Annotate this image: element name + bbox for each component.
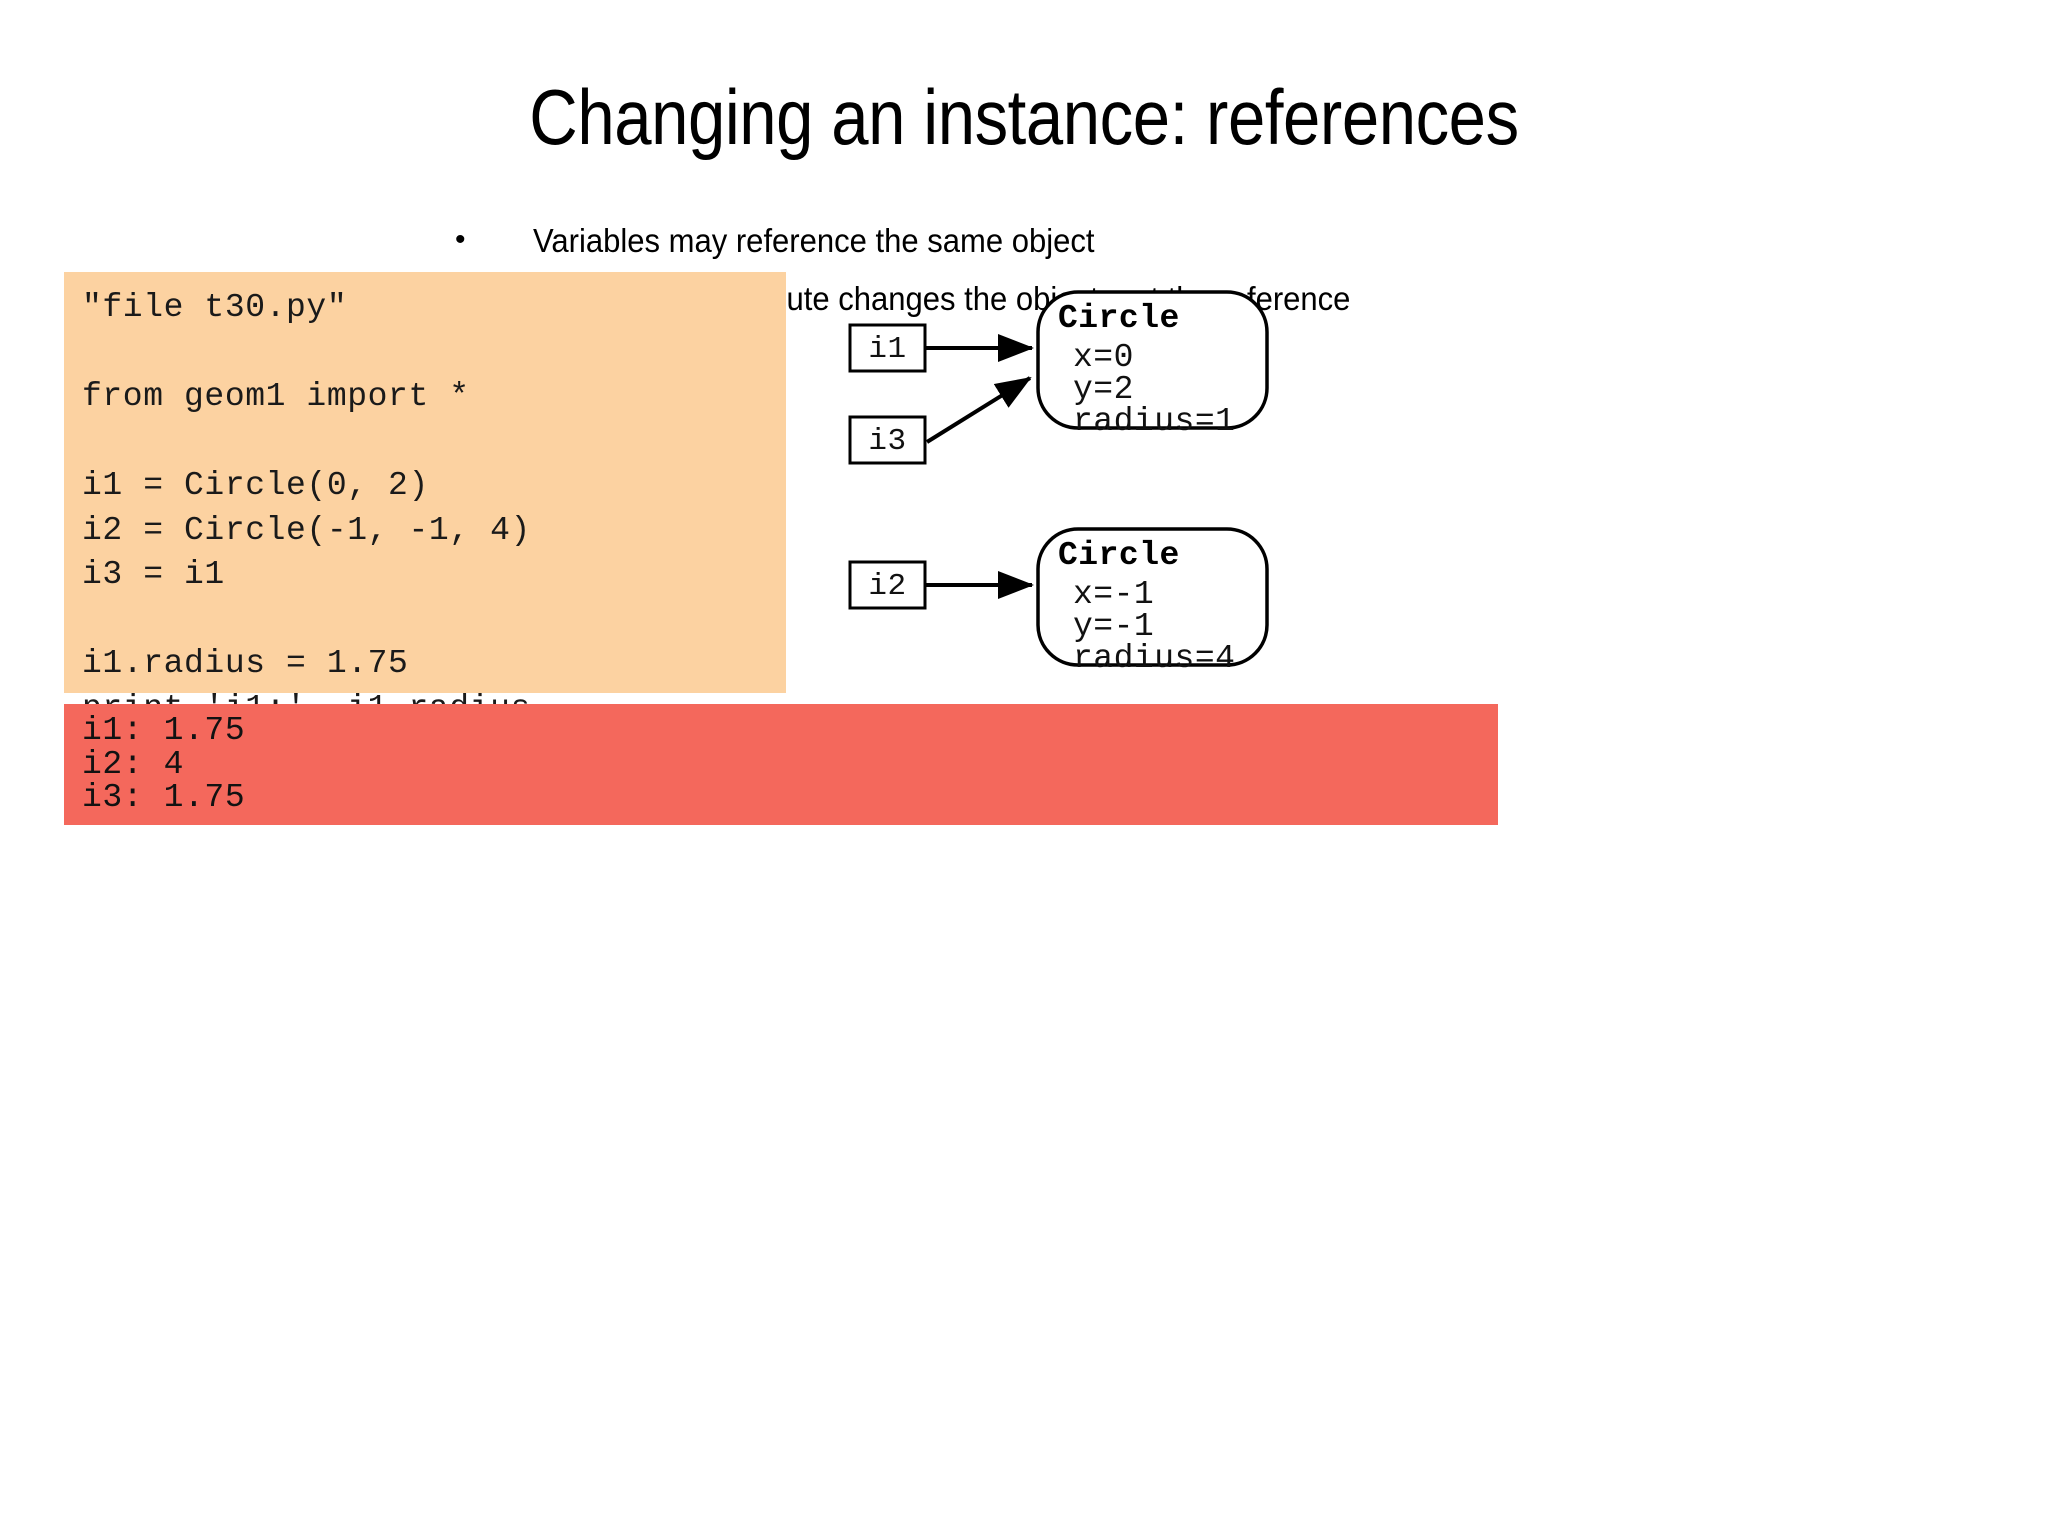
arrow-i3-to-circle1 — [925, 376, 1032, 444]
variable-label-i3: i3 — [868, 424, 906, 459]
code-panel: "file t30.py" from geom1 import * i1 = C… — [64, 272, 786, 816]
object-attr-radius: radius=1 — [1073, 403, 1235, 440]
object-title-circle-1: Circle — [1058, 300, 1180, 337]
variable-label-i1: i1 — [868, 332, 906, 367]
page-title: Changing an instance: references — [529, 73, 1519, 161]
list-item: • Variables may reference the same objec… — [455, 222, 1755, 261]
object-attr-y: y=2 — [1073, 371, 1134, 408]
bullet-text: Variables may reference the same object — [533, 222, 1095, 259]
object-attr-y: y=-1 — [1073, 608, 1154, 645]
object-attr-radius: radius=4 — [1073, 640, 1235, 677]
object-node-circle-1: Circle x=0 y=2 radius=1 — [1036, 290, 1269, 440]
variable-box-i2: i2 — [848, 560, 927, 610]
reference-diagram: i1 i3 Circle x=0 y=2 radius=1 i2 Cir — [830, 272, 1300, 692]
output-panel: i1: 1.75 i2: 4 i3: 1.75 — [64, 704, 1498, 825]
program-output-text: i1: 1.75 i2: 4 i3: 1.75 — [82, 712, 246, 816]
variable-box-i1: i1 — [848, 323, 927, 373]
variable-box-i3: i3 — [848, 415, 927, 465]
object-attr-x: x=-1 — [1073, 576, 1154, 613]
bullet-dot-icon: • — [455, 223, 466, 256]
variable-label-i2: i2 — [868, 569, 906, 604]
object-node-circle-2: Circle x=-1 y=-1 radius=4 — [1036, 527, 1269, 677]
object-attr-x: x=0 — [1073, 339, 1134, 376]
object-title-circle-2: Circle — [1058, 537, 1180, 574]
